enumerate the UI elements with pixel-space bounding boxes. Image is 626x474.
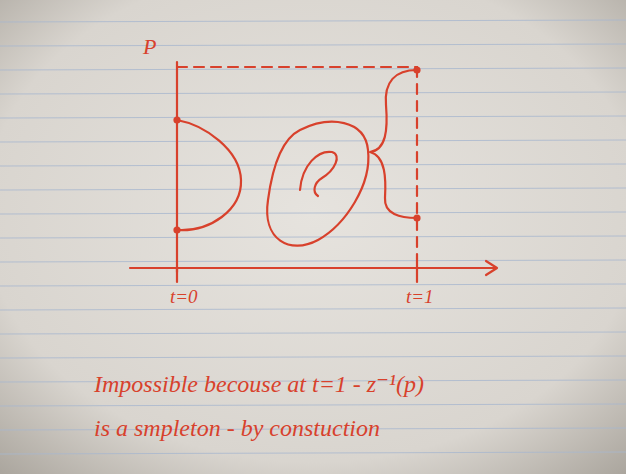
bracket-curve — [370, 70, 417, 218]
tick-label: t=0 — [170, 286, 198, 308]
axis-arrowhead — [486, 261, 497, 275]
handwritten-note: Impossible becouse at t=1 - z⁻¹(p) is a … — [94, 362, 443, 450]
blob-fold — [300, 152, 337, 196]
ruled-lines — [0, 20, 626, 454]
tick-label: t=1 — [406, 286, 434, 308]
tick-t1 — [416, 258, 418, 282]
endpoint-dot — [413, 66, 420, 73]
tick-t0 — [176, 268, 178, 282]
axis-label: P — [143, 34, 156, 60]
endpoint-dot — [173, 116, 180, 123]
closed-blob — [267, 122, 368, 246]
endpoint-dot — [413, 214, 420, 221]
p-axis — [176, 62, 178, 272]
dashed-top — [177, 66, 417, 68]
endpoint-dot — [173, 226, 180, 233]
d-curve — [177, 120, 241, 230]
t-axis — [130, 267, 496, 269]
dashed-right — [416, 67, 418, 258]
